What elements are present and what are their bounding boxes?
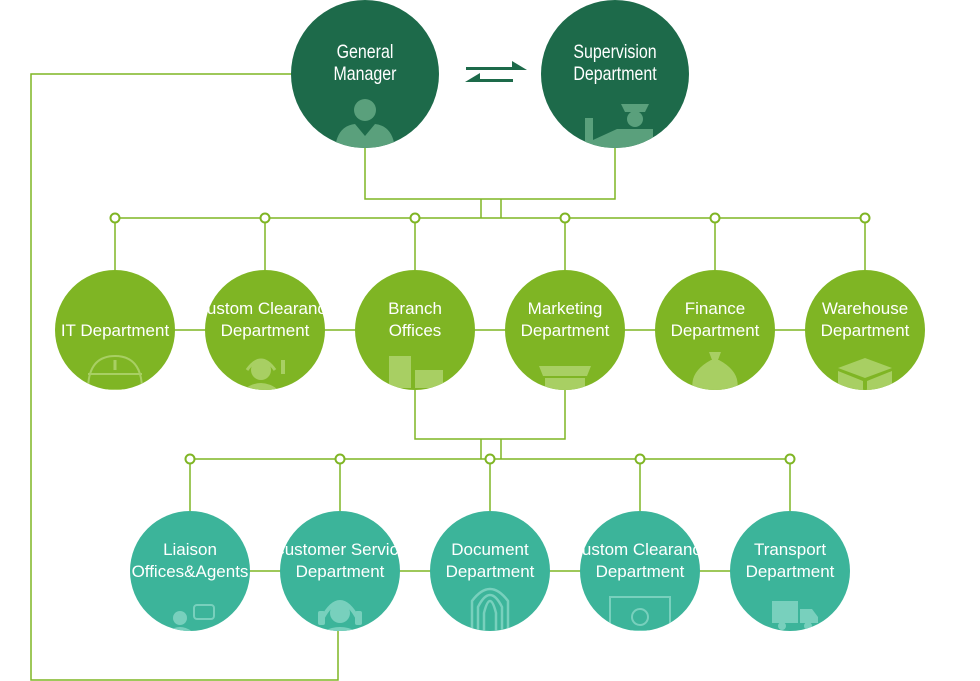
- node-middle-0: IT Department: [55, 270, 175, 390]
- junction-dot: [859, 212, 871, 224]
- money-bag-icon: [692, 352, 738, 390]
- node-label-line: Department: [446, 562, 535, 581]
- junction-dot: [259, 212, 271, 224]
- junction-dot: [484, 453, 496, 465]
- node-label-line: Department: [671, 321, 760, 340]
- junction-dot: [409, 212, 421, 224]
- node-label-line: Customer Service: [272, 540, 407, 559]
- banknote-icon: [609, 596, 671, 631]
- people-chat-icon: [166, 604, 215, 631]
- node-label-line: Marketing: [528, 299, 603, 318]
- node-circle: [291, 0, 439, 148]
- node-circle: [55, 270, 175, 390]
- node-label-line: Department: [221, 321, 310, 340]
- connector-outer-loop: [30, 73, 339, 681]
- node-circle: [730, 511, 850, 631]
- node-circle: [541, 0, 689, 148]
- node-label-line: Department: [746, 562, 835, 581]
- node-label-line: IT Department: [61, 321, 170, 340]
- box-icon: [838, 358, 892, 390]
- junction-dot: [709, 212, 721, 224]
- node-label-line: Finance: [685, 299, 745, 318]
- fingerprint-icon: [470, 587, 510, 631]
- node-circle: [505, 270, 625, 390]
- node-circle: [355, 270, 475, 390]
- node-label-line: Branch: [388, 299, 442, 318]
- double-arrow-icon: [465, 61, 527, 82]
- junction-dot: [109, 212, 121, 224]
- node-label-line: Offices&Agents: [132, 562, 249, 581]
- node-circle: [280, 511, 400, 631]
- junction-dot: [784, 453, 796, 465]
- connector-top-bracket: [364, 148, 616, 200]
- node-circle: [805, 270, 925, 390]
- drop-lines: [114, 218, 866, 511]
- truck-icon: [772, 601, 818, 630]
- junction-dot: [334, 453, 346, 465]
- storefront-icon: [539, 366, 591, 390]
- junction-dot: [634, 453, 646, 465]
- node-label-line: Department: [821, 321, 910, 340]
- junction-dots: [109, 212, 871, 465]
- node-circle: [130, 511, 250, 631]
- node-label-line: Department: [521, 321, 610, 340]
- node-label-line: Department: [573, 63, 656, 85]
- node-label-line: Department: [596, 562, 685, 581]
- node-label-line: Custom Clearance: [570, 540, 711, 559]
- node-label-line: Custom Clearance: [195, 299, 336, 318]
- node-label-line: Supervision: [573, 41, 656, 63]
- node-label-line: Offices: [389, 321, 442, 340]
- headset-icon: [318, 600, 362, 631]
- node-circle: [655, 270, 775, 390]
- junction-dot: [184, 453, 196, 465]
- junction-dot: [559, 212, 571, 224]
- node-label-line: Manager: [334, 63, 397, 85]
- node-circle: [205, 270, 325, 390]
- node-circle: [430, 511, 550, 631]
- node-label-line: General: [337, 41, 394, 63]
- node-label-line: Department: [296, 562, 385, 581]
- node-label-line: Warehouse: [822, 299, 908, 318]
- businessman-icon: [335, 99, 395, 148]
- node-label-line: Liaison: [163, 540, 217, 559]
- buildings-icon: [389, 356, 443, 388]
- node-label-line: Transport: [754, 540, 826, 559]
- mouse-icon: [86, 354, 144, 390]
- node-label-line: Document: [451, 540, 529, 559]
- connector-middle-bracket: [414, 388, 566, 440]
